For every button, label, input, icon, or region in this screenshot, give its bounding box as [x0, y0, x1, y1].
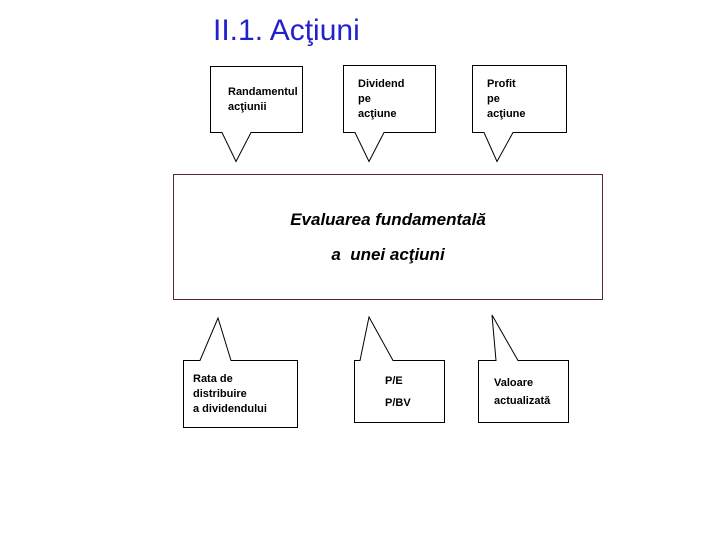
callout-label-pe-pbv: P/E P/BV: [385, 374, 411, 409]
central-box-line2: a unei acţiuni: [331, 245, 445, 264]
callout-randamentul-actiunii: Randamentul acţiunii: [210, 66, 304, 163]
slide-title: II.1. Acţiuni: [213, 14, 360, 47]
speech-bubble-up-shape: [354, 316, 445, 423]
speech-bubble-down-shape: [472, 65, 567, 163]
callout-pe-pbv: P/E P/BV: [354, 316, 446, 424]
callout-profit-pe-actiune: Profit pe acţiune: [472, 65, 568, 163]
callout-label-dividend-pe-actiune: Dividend pe acţiune: [358, 77, 405, 120]
callout-label-profit-pe-actiune: Profit pe acţiune: [487, 77, 526, 120]
callout-rata-de-distribuire: Rata de distribuire a dividendului: [183, 317, 299, 429]
callout-label-rata-de-distribuire: Rata de distribuire a dividendului: [193, 372, 267, 415]
callout-label-randamentul-actiunii: Randamentul acţiunii: [228, 85, 298, 113]
central-box-line1: Evaluarea fundamentală: [290, 210, 486, 229]
speech-bubble-up-shape: [183, 317, 298, 428]
callout-label-valoare-actualizata: Valoare actualizată: [494, 376, 551, 407]
speech-bubble-down-shape: [210, 66, 303, 163]
speech-bubble-up-shape: [478, 314, 569, 423]
central-evaluation-box: Evaluarea fundamentală a unei acţiuni: [173, 174, 603, 300]
callout-dividend-pe-actiune: Dividend pe acţiune: [343, 65, 437, 163]
speech-bubble-down-shape: [343, 65, 436, 163]
callout-valoare-actualizata: Valoare actualizată: [478, 314, 570, 424]
